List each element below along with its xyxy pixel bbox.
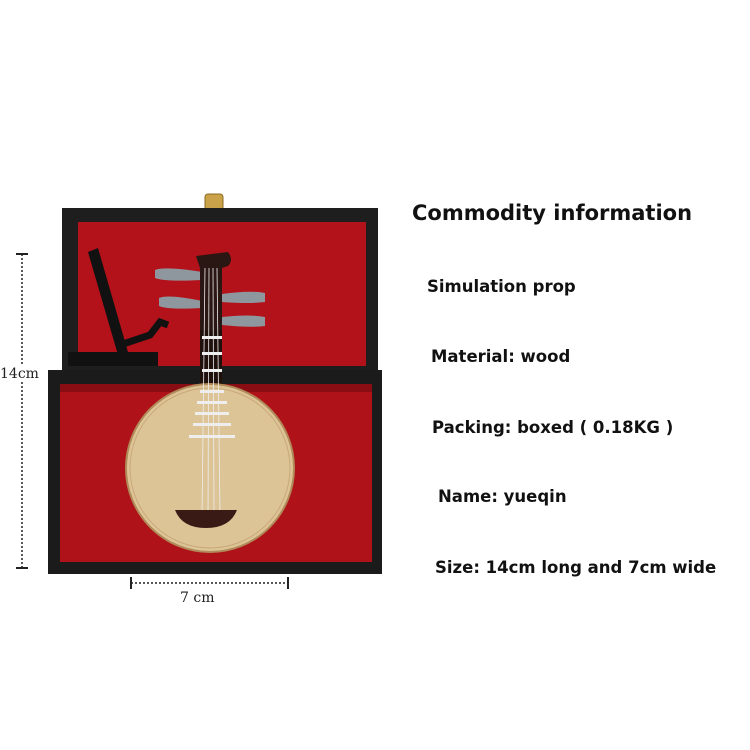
info-title: Commodity information bbox=[412, 201, 693, 225]
neck bbox=[200, 330, 222, 390]
soundboard bbox=[125, 383, 295, 553]
width-label: 7 cm bbox=[180, 590, 215, 606]
info-item-size: Size: 14cm long and 7cm wide bbox=[435, 558, 717, 577]
info-item-type: Simulation prop bbox=[427, 277, 576, 296]
info-item-material: Material: wood bbox=[431, 347, 571, 366]
info-item-name: Name: yueqin bbox=[438, 487, 567, 506]
info-item-packing: Packing: boxed ( 0.18KG ) bbox=[432, 418, 674, 437]
bridge bbox=[175, 510, 237, 528]
instrument-stand bbox=[68, 248, 170, 366]
height-dimension-line bbox=[16, 253, 28, 569]
case-clasp bbox=[204, 193, 224, 211]
height-label: 14cm bbox=[0, 366, 39, 382]
frets bbox=[189, 336, 235, 438]
width-dimension-line bbox=[130, 577, 289, 589]
tuning-pegs bbox=[155, 268, 265, 327]
